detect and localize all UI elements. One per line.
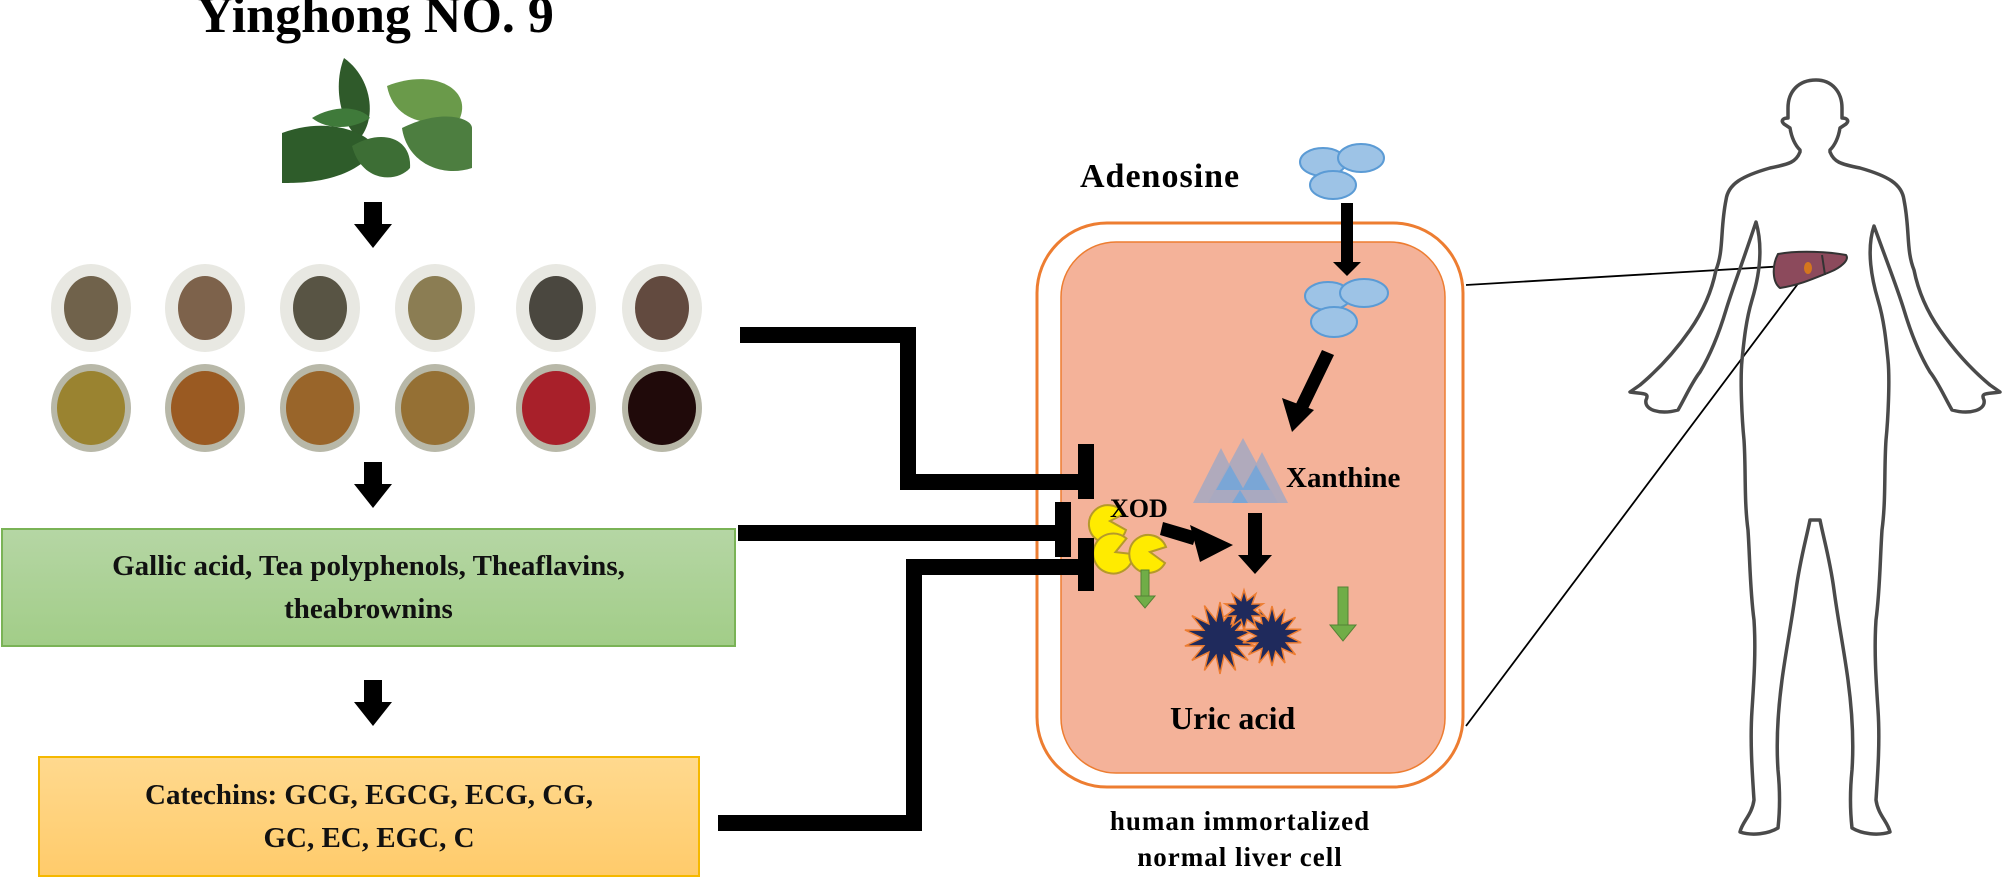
components-line-2: theabrownins — [284, 592, 453, 625]
label-adenosine: Adenosine — [1080, 158, 1241, 195]
xanthine-molecule-icon — [1193, 438, 1288, 503]
diagram-title: Yinghong NO. 9 — [196, 0, 554, 44]
inhibition-connectors — [718, 327, 1085, 831]
tea-leaf-icon — [282, 58, 472, 183]
catechins-line-1: Catechins: GCG, EGCG, ECG, CG, — [145, 779, 593, 812]
components-box: Gallic acid, Tea polyphenols, Theaflavin… — [1, 528, 736, 647]
dry-tea-sample — [165, 264, 245, 352]
uric-acid-icon — [1184, 587, 1302, 675]
arrow-down-icon — [354, 680, 392, 726]
liver-icon — [1772, 250, 1848, 290]
tea-infusion-sample — [622, 364, 702, 452]
arrow-right-icon — [1160, 522, 1233, 562]
dry-tea-sample — [51, 264, 131, 352]
adenosine-molecule-icon — [1299, 143, 1385, 200]
tea-infusion-sample — [165, 364, 245, 452]
inhibition-bar-icon — [1078, 538, 1094, 591]
arrow-down-icon — [1333, 203, 1361, 276]
arrow-down-icon — [354, 202, 392, 248]
uric-acid-crystal — [1222, 587, 1266, 633]
cell-caption: human immortalized normal liver cell — [1060, 803, 1420, 876]
catechins-line-2: GC, EC, EGC, C — [263, 821, 475, 854]
tea-samples — [0, 255, 740, 455]
cell-caption-line-2: normal liver cell — [1137, 842, 1343, 873]
leader-line — [1465, 264, 1804, 286]
tea-infusion-sample — [516, 364, 596, 452]
arrow-diagonal-icon — [1282, 350, 1334, 432]
leader-line — [1465, 272, 1807, 727]
dry-tea-sample — [516, 264, 596, 352]
tea-infusion-sample — [51, 364, 131, 452]
dry-tea-sample — [280, 264, 360, 352]
tea-infusion-sample — [280, 364, 360, 452]
dry-tea-sample — [395, 264, 475, 352]
tea-infusion-sample — [395, 364, 475, 452]
catechins-box: Catechins: GCG, EGCG, ECG, CG, GC, EC, E… — [38, 756, 700, 877]
adenosine-molecule-icon — [1304, 278, 1389, 338]
human-body-icon — [1628, 78, 2002, 836]
xod-enzyme-icon — [1087, 504, 1168, 575]
inhibition-bar-icon — [1078, 444, 1094, 499]
uric-acid-crystal — [1184, 601, 1256, 675]
cell-caption-line-1: human immortalized — [1109, 806, 1371, 836]
dry-tea-sample — [622, 264, 702, 352]
inhibition-bar-icon — [1055, 502, 1071, 557]
green-arrow-down-icon — [1133, 569, 1157, 609]
label-xanthine: Xanthine — [1286, 462, 1401, 494]
label-xod: XOD — [1110, 494, 1168, 523]
arrow-down-icon — [1238, 513, 1272, 574]
green-arrow-down-icon — [1328, 586, 1358, 642]
arrow-down-icon — [354, 462, 392, 508]
components-line-1: Gallic acid, Tea polyphenols, Theaflavin… — [112, 550, 625, 583]
label-uric-acid: Uric acid — [1170, 700, 1296, 736]
liver-cell-marker — [1804, 262, 1812, 274]
